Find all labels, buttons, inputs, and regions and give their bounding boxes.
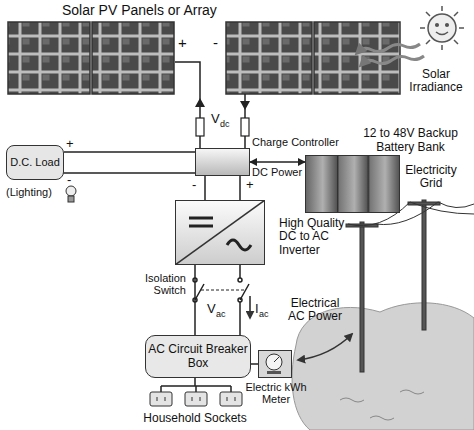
solar-panels [8, 22, 400, 94]
breaker-box: AC Circuit Breaker Box [145, 335, 251, 378]
load-box: D.C. Load [6, 145, 64, 180]
node-heading: 12 to 48V Backup Battery Bank [353, 127, 468, 154]
subscript: ac [216, 309, 226, 319]
subscript: ac [259, 309, 269, 319]
terminal-sign: - [192, 178, 196, 193]
bulb-icon [66, 186, 76, 202]
current-arrow [249, 296, 251, 318]
ac-power-label: Electrical AC Power [284, 297, 346, 324]
node-heading: High Quality DC to AC Inverter [279, 217, 364, 257]
sockets-label: Household Sockets [135, 412, 255, 425]
ac-power-arrow [298, 334, 352, 360]
connector-label: DC Power [250, 166, 304, 178]
sun [420, 6, 464, 50]
diagram-title: Solar PV Panels or Array [62, 3, 217, 19]
subscript: dc [220, 119, 230, 129]
node-heading: Electric kWh Meter [245, 381, 307, 406]
socket-symbol [150, 392, 242, 406]
inverter-box: High Quality DC to AC Inverter [175, 200, 265, 265]
battery-bank: 12 to 48V Backup Battery Bank [305, 155, 400, 213]
terminal-sign: - [213, 35, 218, 52]
isolation-switch [190, 278, 249, 302]
wire-connector [251, 363, 258, 365]
switch-label: Isolation Switch [124, 272, 186, 297]
terminal-sign: + [246, 178, 254, 193]
irradiance-label: Solar Irradiance [404, 68, 468, 95]
load-note: (Lighting) [6, 186, 52, 198]
wire-connector [204, 176, 206, 200]
grid-poles [346, 200, 440, 372]
voltage-symbol: V [207, 302, 216, 317]
grid-label: Electricity Grid [398, 164, 464, 191]
inverter-box-symbol [175, 200, 265, 265]
terminal-sign: + [178, 35, 187, 52]
wire-connector [194, 265, 196, 335]
terminal-sign: + [66, 137, 74, 152]
kwh-meter-symbol [258, 350, 292, 378]
irradiance-arrows [358, 44, 424, 64]
terminal-sign: - [67, 173, 71, 188]
node-text: D.C. Load [10, 156, 60, 168]
node-text: AC Circuit Breaker Box [146, 343, 250, 370]
wire-connector [64, 151, 195, 153]
wire-connector [250, 161, 305, 163]
kwh-meter: Electric kWh Meter [258, 350, 292, 378]
current-arrow [195, 98, 250, 110]
node-heading: Charge Controller [252, 136, 339, 148]
fuse-symbol [196, 118, 249, 136]
voltage-symbol: V [211, 112, 220, 127]
current-symbol: I [255, 302, 259, 317]
controller-box: Charge Controller [195, 148, 250, 176]
